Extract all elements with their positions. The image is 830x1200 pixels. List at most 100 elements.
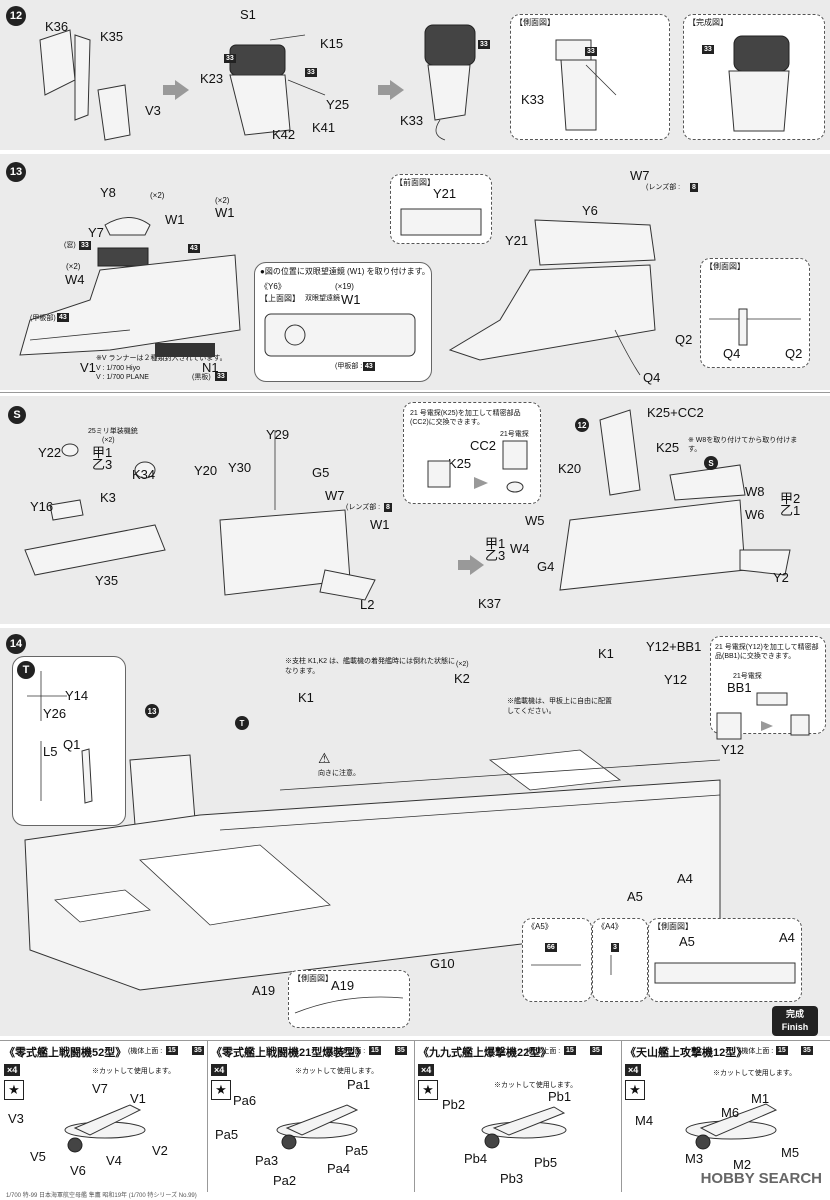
paint-badge: 15: [166, 1046, 178, 1055]
mast-parts-illustration: [27, 671, 93, 804]
label-k35: K35: [100, 29, 124, 44]
plane-panel-val-22: 《九九式艦上爆撃機22型》 (機体上面 : 15 35 ×4 ★ ※カットして使…: [414, 1040, 622, 1192]
label-v4: V4: [106, 1153, 122, 1168]
mast-t-inset: T Y14 Y26 L5 Q1: [12, 656, 126, 826]
paint-badge: 15: [776, 1046, 788, 1055]
label-k37: K37: [478, 596, 502, 611]
label-v3: V3: [8, 1111, 24, 1126]
label-m5: M5: [781, 1145, 800, 1160]
label-k20: K20: [558, 461, 582, 476]
label-s1: S1: [240, 7, 256, 22]
y6-title: 《Y6》: [260, 282, 286, 291]
label-k23: K23: [200, 71, 224, 86]
label-w4: W4: [65, 272, 85, 287]
side-view-box: 【側面図】 Q4 Q2: [700, 258, 810, 368]
radar-label: 21号電探: [733, 673, 762, 680]
runner-note: ※V ランナーは２種類封入されています。: [96, 355, 227, 362]
label-v1: V1: [130, 1091, 146, 1106]
a5-illustration: [531, 964, 581, 966]
radar-note: 21 号電探(Y12)を加工して精密部品(BB1)に交換できます。: [715, 644, 819, 660]
label-pa4: Pa4: [327, 1161, 351, 1176]
plane-title: 《零式艦上戦闘機52型》: [4, 1047, 127, 1059]
label-y21: Y21: [505, 233, 529, 248]
label-x2: (×2): [66, 262, 81, 271]
side-view-title: 【側面図】: [653, 922, 693, 931]
side-view-illustration: [709, 308, 801, 346]
paint-badge: 33: [702, 45, 714, 54]
plane-title: 《九九式艦上爆撃機22型》: [418, 1047, 552, 1059]
paint-badge: 43: [188, 244, 200, 253]
lens-note: (レンズ部 :: [646, 184, 681, 191]
label-y12: Y12: [721, 742, 745, 757]
plane-panel-tenzan-12: 《天山艦上攻撃機12型》 (機体上面 : 15 35 ×4 ★ ※カットして使用…: [621, 1040, 830, 1192]
label-otsu3: 乙3: [92, 457, 113, 472]
k33-assembly-illustration: [424, 24, 476, 141]
footer-text: 1/700 特-99 日本海軍航空母艦 隼鷹 昭和19年 (1/700 特シリー…: [6, 1193, 197, 1199]
paint-badge: 33: [215, 372, 227, 381]
label-w7: W7: [325, 488, 345, 503]
black-note: (黒板): [192, 374, 211, 381]
paint-badge: 43: [57, 313, 69, 322]
label-m1: M1: [751, 1091, 770, 1106]
label-m6: M6: [721, 1105, 740, 1120]
label-y12: Y12: [664, 672, 688, 687]
label-y22: Y22: [38, 445, 62, 460]
window-note: (窓): [64, 242, 76, 249]
label-k42: K42: [272, 127, 296, 142]
runner-v2: V : 1/700 PLANE: [96, 374, 149, 381]
island-base-illustration: [19, 217, 241, 356]
radar-upgrade-box: 21 号電探(K25)を加工して精密部品(CC2)に交換できます。 21号電探 …: [403, 402, 541, 504]
side-view-title: 【側面図】: [515, 18, 555, 27]
label-g10: G10: [430, 956, 455, 971]
label-v6: V6: [70, 1163, 86, 1178]
paint-badge: 15: [564, 1046, 576, 1055]
star-icon: ★: [625, 1080, 645, 1100]
label-pb1: Pb1: [548, 1089, 572, 1104]
gun-platform-illustration: [24, 443, 166, 576]
a19-illustration: [294, 996, 404, 1014]
k35-k36-illustration: [39, 29, 131, 141]
label-k25: K25: [448, 456, 472, 471]
plane-meta: (機体上面 :: [128, 1048, 163, 1055]
a4-illustration: [610, 955, 612, 975]
label-y29: Y29: [266, 427, 290, 442]
label-m2: M2: [733, 1157, 752, 1172]
label-pa3: Pa3: [255, 1153, 279, 1168]
step-13-ref: 13: [145, 704, 159, 718]
paint-badge: 8: [384, 503, 392, 512]
front-view-title: 【前面図】: [395, 178, 435, 187]
step-t-letter: T: [17, 661, 35, 679]
label-kou2: 甲2: [780, 491, 801, 506]
a5-detail-box: 《A5》 66: [522, 918, 592, 1002]
label-k25-cc2: K25+CC2: [647, 405, 704, 420]
gun-x2: (×2): [102, 437, 115, 444]
plane-title: 《零式艦上戦闘機21型爆装型》: [211, 1047, 367, 1059]
plane-count: ×4: [625, 1064, 642, 1076]
label-l2: L2: [360, 597, 375, 612]
paint-badge: 15: [369, 1046, 381, 1055]
assembly-arrow: [163, 80, 189, 100]
gun-note: 25ミリ単装機銃: [88, 428, 138, 435]
label-w1: W1: [165, 212, 185, 227]
label-v7: V7: [92, 1081, 108, 1096]
paint-badge: 33: [478, 40, 490, 49]
paint-badge: 35: [395, 1046, 407, 1055]
label-k33: K33: [400, 113, 424, 128]
plane-panel-zero-21: 《零式艦上戦闘機21型爆装型》 (機体上面 : 15 35 ×4 ★ ※カットし…: [207, 1040, 415, 1192]
step-12-number: 12: [6, 6, 26, 26]
a4-detail-box: 《A4》 3: [592, 918, 648, 1002]
plane-meta: (機体上面 :: [526, 1048, 561, 1055]
a5-title: 《A5》: [527, 922, 553, 931]
side-view-title: 【側面図】: [293, 974, 333, 983]
label-a4: A4: [677, 871, 693, 886]
top-view-title: 【上面図】: [260, 294, 300, 303]
deck-note: (甲板部 :: [335, 363, 363, 370]
black-panel: [155, 343, 215, 357]
label-pa5: Pa5: [215, 1127, 239, 1142]
label-k3: K3: [100, 490, 116, 505]
star-icon: ★: [418, 1080, 438, 1100]
paint-badge: 33: [585, 47, 597, 56]
label-y25: Y25: [326, 97, 350, 112]
paint-badge: 33: [79, 241, 91, 250]
finish-badge: 完成 Finish: [772, 1006, 818, 1036]
